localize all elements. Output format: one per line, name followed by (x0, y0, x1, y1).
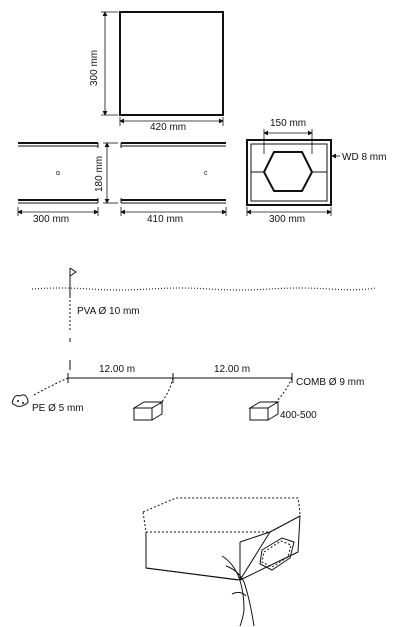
wall-thickness-label: WD 8 mm (342, 152, 386, 163)
main-line-label: COMB Ø 9 mm (296, 377, 364, 388)
float-line-label: PVA Ø 10 mm (77, 306, 140, 317)
branch-line-1 (159, 377, 174, 405)
trap-box-icon-1 (132, 401, 164, 421)
front-width-label: 410 mm (147, 214, 183, 225)
line-setup: PVA Ø 10 mm 12.00 m 12.00 m COMB Ø 9 mm … (11, 267, 376, 421)
end-panel-view: 150 mm WD 8 mm 300 mm (246, 118, 386, 225)
water-surface-line (31, 287, 376, 291)
spacing-2-label: 12.00 m (214, 364, 250, 375)
trap-3d-view (142, 497, 301, 627)
trap-box-icon-2 (248, 401, 280, 421)
side-height-label: 180 mm (94, 156, 105, 192)
trap-rope (221, 555, 245, 627)
top-panel-outline (119, 11, 224, 116)
anchor-line-label: PE Ø 5 mm (32, 403, 84, 414)
buoy-flag-icon (69, 267, 77, 277)
end-panel-outline (246, 139, 332, 206)
anchor-stone-icon (11, 394, 29, 407)
anchor-line (31, 377, 69, 397)
trap-front-face (145, 531, 271, 581)
entrance-width-label: 150 mm (270, 118, 306, 129)
top-height-label: 300 mm (89, 50, 100, 86)
trap-top-face (142, 497, 301, 533)
entrance-hexagon (262, 151, 314, 192)
side-width-label: 300 mm (33, 214, 69, 225)
trap-entrance-icon (259, 537, 295, 571)
side-panel-view: ɑ 300 mm (17, 142, 99, 225)
top-panel-view: 300 mm 420 mm (89, 11, 224, 133)
spacing-1-label: 12.00 m (99, 364, 135, 375)
top-width-label: 420 mm (150, 122, 186, 133)
svg-text:ɑ: ɑ (56, 170, 60, 177)
branch-line-2 (273, 377, 293, 405)
trap-side-face (239, 515, 301, 581)
front-panel-view: ϲ 180 mm 410 mm (94, 142, 227, 225)
end-width-label: 300 mm (269, 214, 305, 225)
svg-text:ϲ: ϲ (204, 170, 208, 177)
depth-range-label: 400-500 (280, 410, 317, 421)
